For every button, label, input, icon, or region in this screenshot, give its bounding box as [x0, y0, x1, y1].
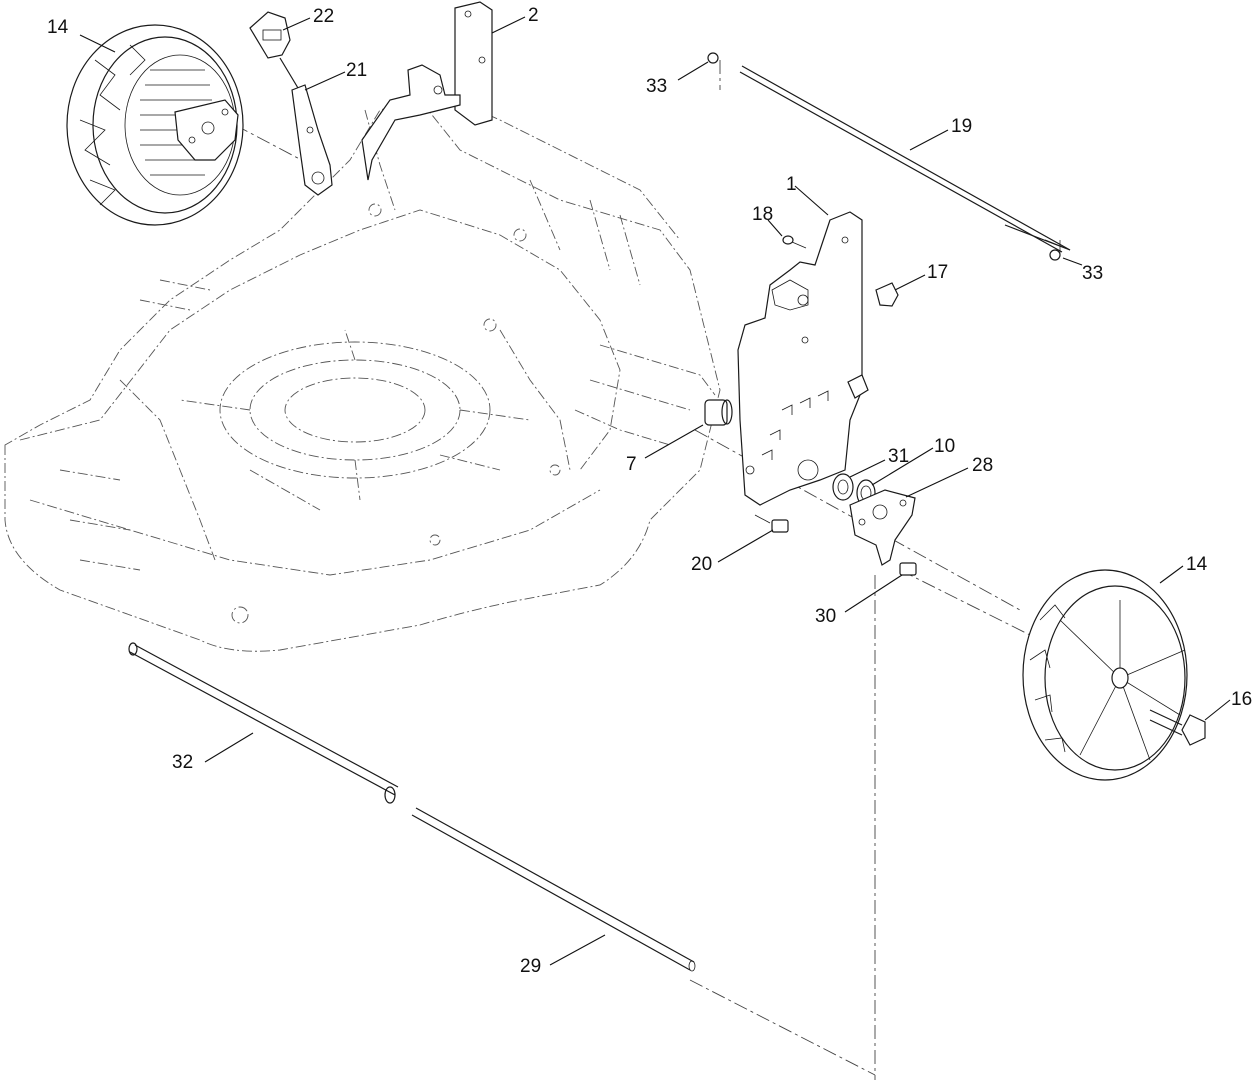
pin-bottom — [1049, 249, 1061, 261]
callout-label: 33 — [1082, 263, 1103, 284]
callout-leaders — [79, 16, 1231, 966]
leader-1 — [794, 185, 829, 216]
leader-16 — [1204, 699, 1231, 721]
washer-31 — [832, 473, 854, 501]
leader-10 — [871, 447, 934, 486]
callout-label: 19 — [951, 116, 972, 137]
leader-30 — [844, 574, 903, 613]
callout-label: 14 — [47, 17, 69, 38]
leader-17 — [894, 274, 926, 291]
height-adjust-lever — [279, 57, 333, 196]
leader-18 — [767, 219, 783, 237]
callout-label: 10 — [934, 436, 955, 457]
bushing-7 — [704, 399, 733, 426]
bolt-30 — [899, 562, 917, 576]
bolt-20 — [754, 514, 789, 533]
leader-14-left — [79, 34, 116, 53]
leader-33-bottom — [1062, 257, 1083, 266]
front-height-bracket — [737, 211, 869, 506]
callout-label: 14 — [1186, 554, 1208, 575]
leader-33-top — [677, 61, 709, 81]
leader-2 — [491, 16, 526, 34]
callout-label: 22 — [313, 6, 334, 27]
leader-19 — [909, 129, 949, 151]
axle-tube-32 — [128, 642, 399, 804]
pin-top — [707, 52, 719, 64]
callout-label: 16 — [1231, 689, 1252, 710]
callout-label: 21 — [346, 60, 367, 81]
leader-7 — [644, 424, 704, 459]
callout-label: 32 — [172, 752, 193, 773]
leader-21 — [304, 71, 346, 91]
callout-label: 7 — [626, 454, 637, 475]
leader-22 — [282, 17, 311, 31]
callout-label: 33 — [646, 76, 667, 97]
callout-label: 28 — [972, 455, 993, 476]
callout-label: 1 — [786, 174, 797, 195]
leader-14-right — [1159, 565, 1184, 584]
callout-label: 17 — [927, 262, 948, 283]
callout-label: 29 — [520, 956, 541, 977]
height-adjust-rod — [739, 65, 1071, 253]
leader-31 — [849, 459, 886, 478]
callout-label: 18 — [752, 204, 773, 225]
leader-20 — [717, 529, 774, 563]
axle-rod-29 — [411, 807, 696, 972]
rear-height-bracket — [361, 1, 493, 181]
callout-label: 31 — [888, 446, 909, 467]
mower-deck — [4, 99, 721, 652]
leader-28 — [905, 467, 969, 498]
clip-17 — [875, 282, 899, 307]
callout-label: 20 — [691, 554, 712, 575]
callout-labels: 14 22 2 21 33 19 1 18 17 33 7 31 10 28 2… — [47, 5, 1252, 977]
screw-18 — [782, 235, 807, 249]
wheel-bracket-28 — [849, 489, 916, 566]
leader-32 — [204, 732, 254, 763]
height-adjust-knob — [249, 11, 291, 59]
leader-29 — [549, 934, 606, 966]
axle-bolt-16 — [1149, 709, 1206, 746]
wheel-right — [1022, 569, 1188, 781]
assembly-centerlines — [234, 60, 1121, 1080]
wheel-left — [66, 24, 244, 226]
callout-label: 30 — [815, 606, 836, 627]
callout-label: 2 — [528, 5, 539, 26]
